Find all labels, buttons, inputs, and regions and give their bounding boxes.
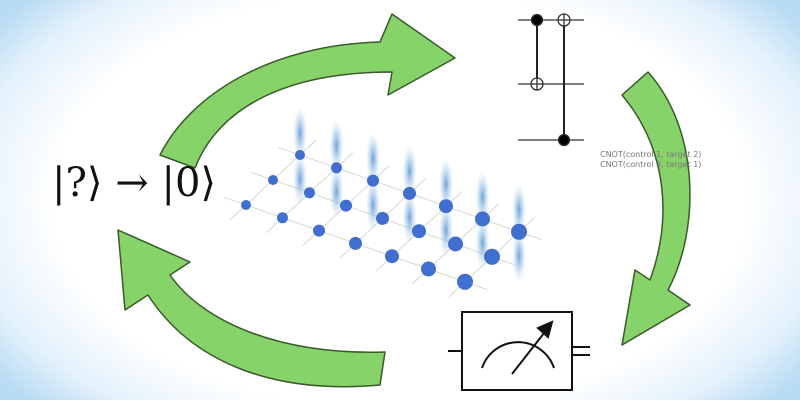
atom [304,187,315,199]
circuit-gate-list: CNOT(control 1, target 2) CNOT(control 3… [600,150,701,170]
gate-label: CNOT(control 3, target 1) [600,160,702,169]
state-reset-label: |?⟩ → |0⟩ [52,160,217,206]
control-dot-icon [530,13,544,27]
atom [349,236,362,250]
quantum-circuit [518,13,584,147]
measurement-meter-icon [448,311,590,391]
atom [412,224,426,239]
laser-beam [475,171,490,223]
atom [403,186,416,200]
laser-beam [366,132,380,185]
laser-beam [402,145,417,198]
cnot-target-icon [530,77,544,91]
laser-beam [512,183,526,236]
laser-beam [293,153,307,205]
laser-beam [439,158,453,211]
atom [313,224,325,237]
gate-label: CNOT(control 1, target 2) [600,150,702,159]
atom [511,223,527,240]
atom [376,211,389,225]
right-cycle-arrow-icon [621,71,691,346]
atom [295,150,305,160]
laser-beam [293,107,307,159]
atom [475,211,490,227]
atom [439,199,453,214]
laser-beam [512,229,526,282]
atom [385,249,399,264]
top-cycle-arrow-icon [159,13,456,169]
atom-lattice [223,107,542,298]
atom [448,236,463,252]
cnot-target-icon [557,13,571,27]
atom [277,212,288,224]
control-dot-icon [557,133,571,147]
atom [268,175,278,185]
atom [367,174,379,187]
atom [340,199,352,212]
laser-beam [329,165,344,218]
atom [241,200,251,210]
bottom-cycle-arrow-icon [117,229,386,388]
atom [331,162,342,174]
atom [421,261,436,277]
atom [457,273,473,290]
atom [484,248,500,265]
laser-beam [329,119,344,172]
